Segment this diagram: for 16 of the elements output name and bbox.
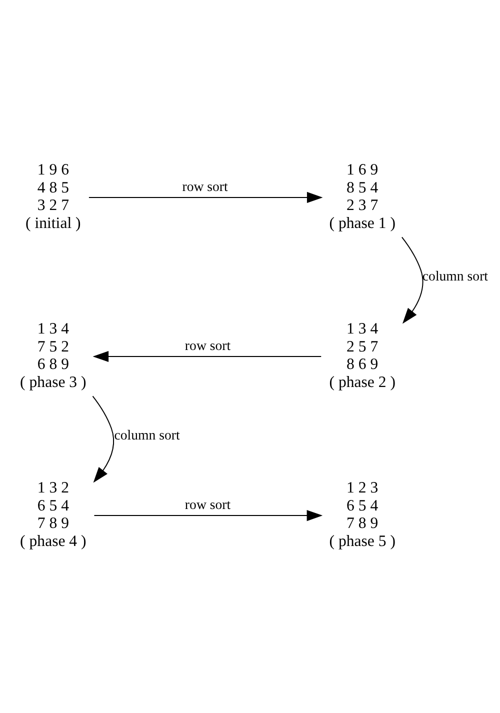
node-text: 1 6 9 8 5 4 2 3 7 ( phase 1 )	[329, 162, 396, 232]
node-text: 1 3 2 6 5 4 7 8 9 ( phase 4 )	[20, 480, 86, 550]
edge-label: column sort	[114, 428, 180, 443]
node-text: 1 9 6 4 8 5 3 2 7 ( initial )	[26, 162, 81, 232]
arrow	[92, 396, 114, 483]
node-text: 1 3 4 7 5 2 6 8 9 ( phase 3 )	[20, 320, 86, 391]
arrow	[92, 350, 322, 362]
arrow	[401, 236, 424, 324]
edge-label: row sort	[182, 178, 228, 194]
node-text: 1 3 4 2 5 7 8 6 9 ( phase 2 )	[329, 320, 396, 391]
arrow	[94, 510, 323, 522]
arrow	[88, 192, 323, 203]
edge-label: row sort	[184, 496, 231, 512]
node-text: 1 2 3 6 5 4 7 8 9 ( phase 5 )	[329, 480, 396, 550]
edge-label: row sort	[184, 338, 231, 353]
edge-label: column sort	[422, 268, 488, 284]
